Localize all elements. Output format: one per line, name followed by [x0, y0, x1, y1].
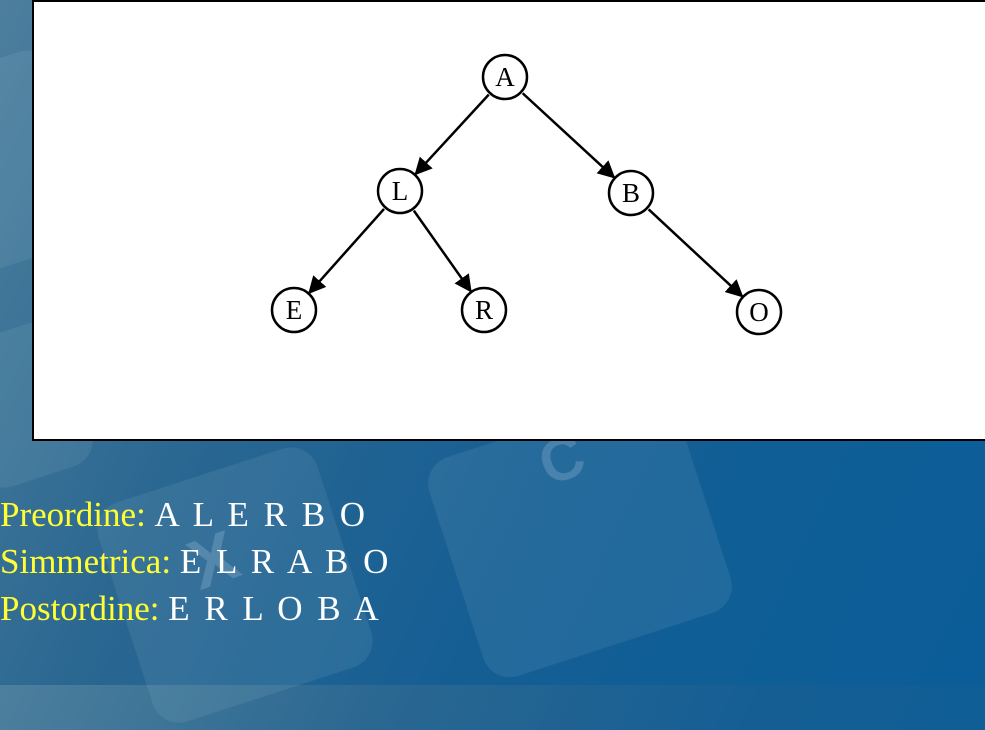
traversal-sequence: E R L O B A: [168, 589, 382, 628]
slide: { "tree": { "nodes": [ {"id": "A", "labe…: [0, 0, 985, 685]
edge-L-R: [412, 209, 472, 293]
node-label: L: [392, 176, 409, 206]
node-circle: [481, 53, 529, 101]
traversal-preorder: Preordine: A L E R B O: [0, 492, 391, 538]
traversal-label: Preordine:: [0, 495, 146, 534]
edge-L-E: [308, 208, 385, 295]
node-label: O: [749, 297, 769, 327]
node-label: E: [286, 295, 303, 325]
node-label: A: [495, 62, 515, 92]
edge-A-B: [521, 92, 616, 179]
node-circle: [735, 288, 783, 336]
tree-diagram: A L B E R O: [270, 53, 783, 336]
tree-node-R: R: [460, 286, 508, 334]
tree-node-A: A: [481, 53, 529, 101]
traversal-sequence: E L R A B O: [179, 542, 392, 581]
edge-A-L: [414, 93, 490, 176]
traversal-label: Simmetrica:: [0, 542, 172, 581]
tree-node-E: E: [270, 286, 318, 334]
traversal-postorder: Postordine: E R L O B A: [0, 586, 391, 632]
tree-diagram-panel: A L B E R O: [32, 0, 985, 441]
edge-B-O: [647, 208, 744, 298]
node-circle: [270, 286, 318, 334]
node-label: B: [622, 178, 640, 208]
tree-node-L: L: [376, 167, 424, 215]
node-circle: [460, 286, 508, 334]
tree-node-O: O: [735, 288, 783, 336]
traversal-list: Preordine: A L E R B O Simmetrica: E L R…: [0, 492, 391, 632]
node-circle: [376, 167, 424, 215]
traversal-sequence: A L E R B O: [154, 495, 369, 534]
node-label: R: [475, 295, 493, 325]
node-circle: [607, 169, 655, 217]
traversal-label: Postordine:: [0, 589, 160, 628]
tree-node-B: B: [607, 169, 655, 217]
traversal-inorder: Simmetrica: E L R A B O: [0, 539, 391, 585]
